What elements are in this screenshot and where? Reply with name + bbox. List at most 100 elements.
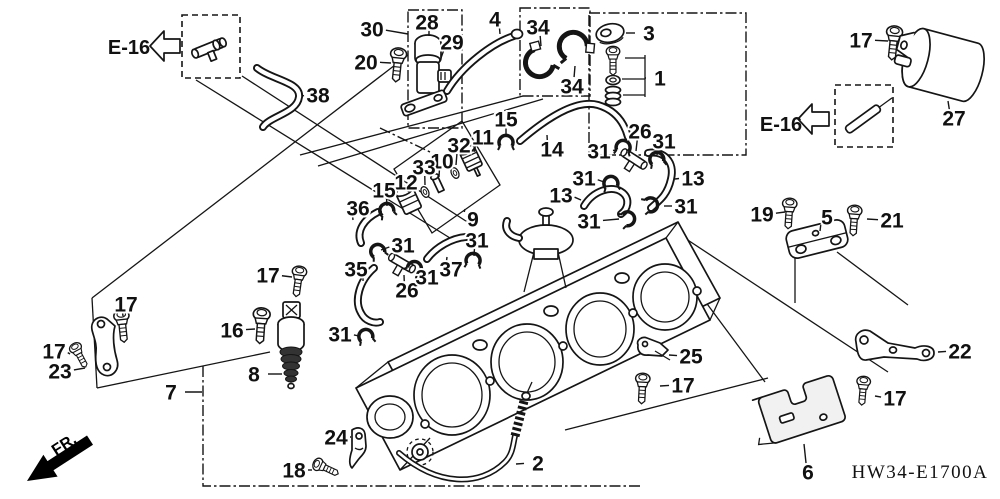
callout-9[interactable]: 9 [465,207,481,234]
callout-15[interactable]: 15 [492,107,520,134]
callout-30[interactable]: 30 [358,17,385,44]
leader-line-12 [407,190,410,193]
callout-27[interactable]: 27 [940,106,967,133]
leader-line-20 [379,61,392,64]
callout-13[interactable]: 13 [679,166,706,193]
callout-20[interactable]: 20 [352,50,379,77]
part-19-bolt [780,196,799,230]
callout-16[interactable]: 16 [218,318,245,345]
leader-line-5 [819,224,822,232]
leader-line-27 [947,100,951,110]
leader-line-16 [245,328,256,331]
callout-29[interactable]: 29 [438,30,465,57]
callout-7[interactable]: 7 [163,380,179,407]
callout-26[interactable]: 26 [626,119,653,146]
callout-15[interactable]: 15 [370,178,398,205]
callout-31[interactable]: 31 [463,228,491,255]
callout-25[interactable]: 25 [677,344,705,371]
part-13-hose-left [580,185,632,218]
leader-line-19 [775,211,786,214]
leader-line-31 [656,148,659,156]
callout-31[interactable]: 31 [650,129,678,156]
construction-lines [91,54,909,431]
callout-31[interactable]: 31 [575,209,603,236]
callout-11[interactable]: 11 [470,125,497,152]
part-21-bolt [845,203,864,237]
part-15-clamp-a [496,133,516,152]
callout-34[interactable]: 34 [558,74,586,101]
callout-35[interactable]: 35 [342,257,370,284]
leader-line-17 [874,395,882,398]
callout-4[interactable]: 4 [487,7,503,34]
callout-18[interactable]: 18 [280,458,308,485]
callout-2[interactable]: 2 [530,451,546,478]
callout-34[interactable]: 34 [524,15,552,42]
callout-17[interactable]: 17 [847,28,874,55]
e16-reference-left[interactable]: E-16 [108,14,241,79]
leader-line-26 [635,139,638,152]
callout-38[interactable]: 38 [304,83,332,110]
part-31-clamp [462,250,484,271]
part-joint-in-e16-box [190,37,228,63]
part-5-bracket [785,219,849,259]
callout-13[interactable]: 13 [547,183,574,210]
callout-1[interactable]: 1 [652,66,668,93]
callout-17[interactable]: 17 [40,339,67,366]
part-2-throttle-cable [396,381,533,483]
throttle-linkage-gear [406,438,434,466]
callout-3[interactable]: 3 [641,21,657,48]
leader-line-34 [573,65,576,78]
callout-21[interactable]: 21 [878,208,906,235]
fr-arrow-icon [27,435,93,481]
diagram-code: HW34-E1700A [852,462,989,483]
callout-23[interactable]: 23 [46,359,73,386]
callout-31[interactable]: 31 [413,265,441,292]
callout-8[interactable]: 8 [246,362,262,389]
leader-line-31 [597,179,605,183]
leader-line-17 [67,352,71,355]
leader-line-22 [937,350,947,353]
leader-line-23 [73,367,86,371]
part-31-clamp [365,239,390,264]
e16-arrow-left-icon [149,30,181,62]
callout-31[interactable]: 31 [326,322,354,349]
callout-31[interactable]: 31 [585,139,613,166]
leader-line-34 [539,35,542,47]
callout-26[interactable]: 26 [393,278,420,305]
e16-reference-right[interactable]: E-16 [760,84,895,148]
callout-24[interactable]: 24 [322,425,350,452]
callout-32[interactable]: 32 [445,133,472,160]
callout-33[interactable]: 33 [410,155,437,182]
leader-line-31 [380,246,390,251]
callout-31[interactable]: 31 [389,233,417,260]
callout-36[interactable]: 36 [344,196,371,223]
callout-37[interactable]: 37 [437,257,464,284]
callout-19[interactable]: 19 [748,202,775,229]
callout-17[interactable]: 17 [669,373,696,400]
leader-line-13 [674,177,680,180]
callout-17[interactable]: 17 [112,292,139,319]
leader-line-31 [602,218,620,222]
callout-17[interactable]: 17 [254,263,281,290]
callout-17[interactable]: 17 [881,386,908,413]
e16-dashed-box [181,14,241,79]
callout-10[interactable]: 10 [428,149,455,176]
callout-31[interactable]: 31 [672,194,700,221]
part-38-hose [253,64,303,131]
leader-line-30 [385,29,409,35]
leader-line-17 [281,275,293,278]
part-14-hose [516,99,632,145]
callout-5[interactable]: 5 [819,205,835,232]
front-direction-indicator: FR. [27,431,93,481]
callout-6[interactable]: 6 [800,460,816,487]
part-18-bolt [310,455,342,481]
callout-22[interactable]: 22 [946,339,973,366]
part-36-hose [355,208,382,247]
callout-31[interactable]: 31 [570,166,598,193]
callout-28[interactable]: 28 [413,10,441,37]
callout-14[interactable]: 14 [538,137,566,164]
callout-12[interactable]: 12 [392,170,419,197]
egr-valve-dome [502,207,574,293]
